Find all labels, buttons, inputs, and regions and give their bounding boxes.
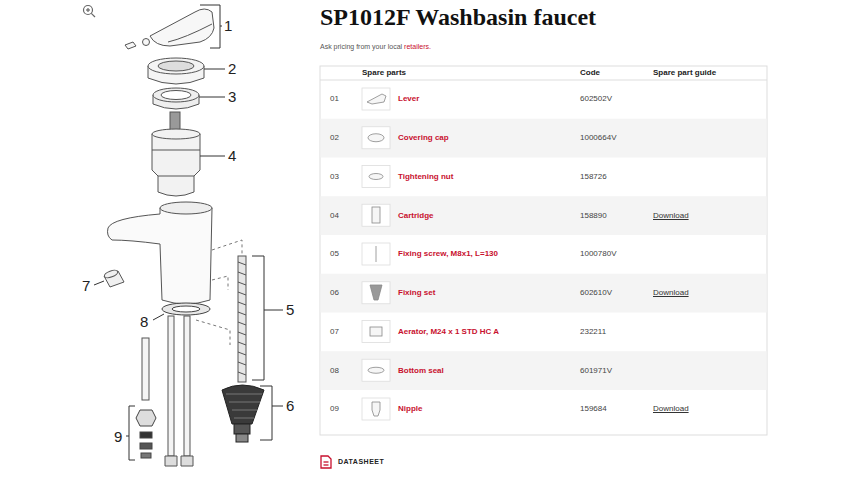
row-number: 02 [330, 133, 339, 142]
row-number: 06 [330, 288, 339, 297]
callout-number: 8 [140, 313, 148, 330]
fixing-screw [238, 256, 246, 382]
callout-number: 3 [228, 88, 236, 105]
part-code: 601971V [580, 366, 612, 375]
zoom-icon [84, 6, 96, 18]
part-name: Tightening nut [398, 172, 453, 181]
part-code: 1000780V [580, 249, 616, 258]
assembly-guides [196, 240, 242, 345]
covering-cap [148, 58, 204, 84]
leader-lines [94, 5, 283, 460]
part-code: 232211 [580, 327, 606, 336]
document-icon [321, 456, 331, 468]
subtitle-text: Ask pricing from your local [320, 43, 402, 51]
row-number: 01 [330, 94, 339, 103]
part-name: Bottom seal [398, 366, 444, 375]
row-number: 03 [330, 172, 339, 181]
parts-table [320, 66, 767, 435]
row-number: 08 [330, 366, 339, 375]
part-code: 158726 [580, 172, 607, 181]
column-header: Spare part guide [653, 68, 716, 77]
fixing-set [222, 385, 264, 442]
bottom-seal [162, 303, 210, 315]
lever [125, 9, 214, 49]
part-name: Covering cap [398, 133, 449, 142]
part-name: Nipple [398, 404, 422, 413]
nipple [136, 410, 156, 458]
callout-number: 1 [224, 17, 232, 34]
part-code: 602610V [580, 288, 612, 297]
row-number: 09 [330, 404, 339, 413]
retailers-link: retailers. [404, 43, 431, 51]
callout-number: 2 [228, 60, 236, 77]
row-number: 05 [330, 249, 339, 258]
column-header: Spare parts [362, 68, 406, 77]
download-link: Download [653, 288, 689, 297]
column-header: Code [580, 68, 600, 77]
part-name: Cartridge [398, 211, 434, 220]
datasheet-link: DATASHEET [338, 458, 384, 466]
row-number: 07 [330, 327, 339, 336]
part-code: 602502V [580, 94, 612, 103]
part-name: Fixing screw, M8x1, L=130 [398, 249, 498, 258]
download-link: Download [653, 404, 689, 413]
callout-number: 5 [286, 301, 294, 318]
callout-number: 7 [82, 277, 90, 294]
aerator [103, 269, 124, 287]
tightening-nut [153, 88, 199, 109]
part-code: 1000664V [580, 133, 616, 142]
cartridge [152, 112, 200, 196]
part-code: 158890 [580, 211, 607, 220]
part-name: Lever [398, 94, 419, 103]
callout-number: 9 [114, 428, 122, 445]
part-name: Aerator, M24 x 1 STD HC A [398, 327, 499, 336]
callout-number: 6 [286, 397, 294, 414]
download-link: Download [653, 211, 689, 220]
part-code: 159684 [580, 404, 607, 413]
row-number: 04 [330, 211, 339, 220]
faucet-body [108, 202, 213, 304]
page-title: SP1012F Washbasin faucet [320, 4, 596, 32]
part-name: Fixing set [398, 288, 435, 297]
part-thumbnails [362, 88, 390, 420]
callout-number: 4 [228, 147, 236, 164]
